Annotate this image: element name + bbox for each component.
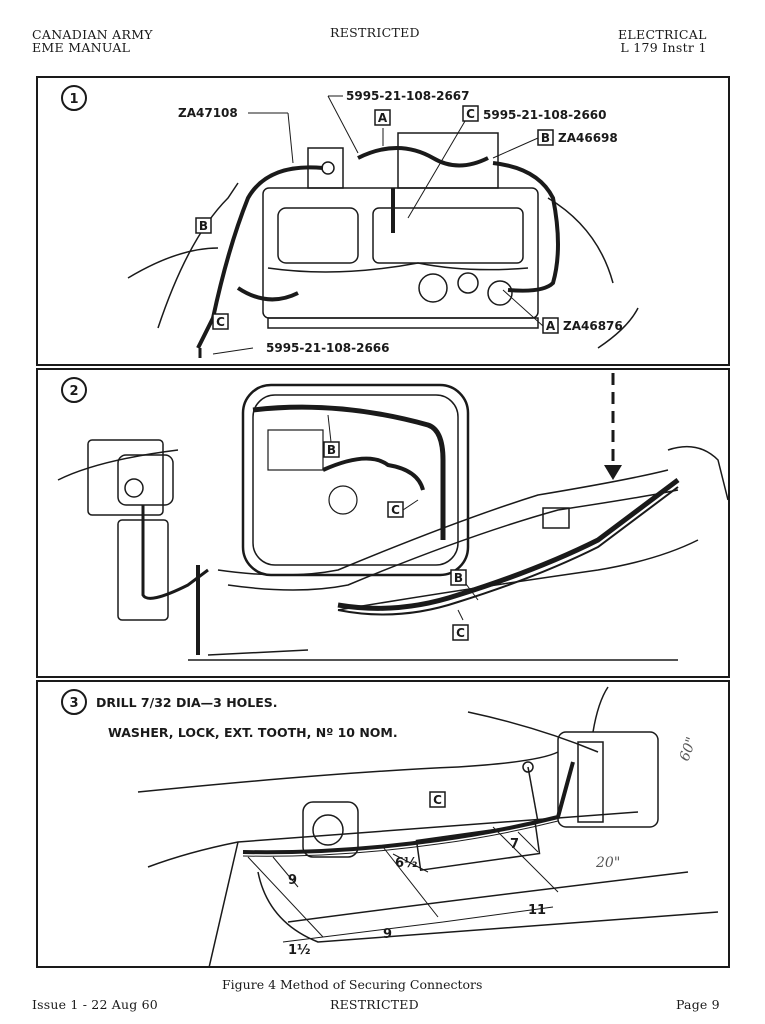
panel-2-number-circle [61,377,87,403]
vehicle-body-drawing [188,445,728,661]
callout-a-top: A [374,109,391,126]
callout-b-inset: B [323,441,340,458]
callout-c-left: C [212,313,229,330]
svg-text:B: B [454,571,463,585]
header-instruction: L 179 Instr 1 [620,40,707,55]
panel-1-number-circle [61,85,87,111]
dimension-9-upper: 9 [288,873,297,888]
panel-3-number: 3 [69,696,78,711]
inset-detail-window [241,383,470,577]
callout-c-conduit: C [429,791,446,808]
svg-text:B: B [541,131,550,145]
panel-1-leader-lines [212,95,544,355]
junction-box-drawing [522,686,659,828]
figure-panel-2: 2 [36,368,730,678]
junction-box-drawing [57,439,209,621]
svg-text:A: A [378,111,388,125]
dimension-9-lower: 9 [383,927,392,942]
dimension-lines [247,826,559,943]
handwritten-60: 60" [677,735,700,763]
dimension-1-half: 1½ [288,943,311,958]
dimension-7: 7 [510,837,519,852]
route-dashed-arrow [611,370,615,465]
part-label-za46876: ZA46876 [563,319,623,333]
route-arrowhead [604,465,622,480]
callout-b-body: B [450,569,467,586]
svg-text:C: C [433,793,442,807]
callout-a-right: A [542,317,559,334]
header-section: ELECTRICAL [618,27,707,42]
callout-c-body: C [452,624,469,641]
drill-note: DRILL 7/32 DIA—3 HOLES. [96,695,278,710]
part-label-5995-21-108-2667: 5995-21-108-2667 [346,89,470,103]
regulator-unit-drawing [127,132,639,349]
callout-b-left: B [195,217,212,234]
svg-text:C: C [466,107,475,121]
header-manual: EME MANUAL [32,40,131,55]
fender-drawing [137,711,719,966]
header-right: ELECTRICAL L 179 Instr 1 [618,28,707,54]
svg-text:B: B [199,219,208,233]
handwritten-20: 20" [595,855,620,871]
footer-classification: RESTRICTED [330,997,419,1012]
washer-note: WASHER, LOCK, EXT. TOOTH, Nº 10 NOM. [108,725,398,740]
wiring-harness-drawing [196,146,560,349]
part-label-za46698: ZA46698 [558,131,618,145]
panel-1-number: 1 [69,92,78,107]
figure-caption: Figure 4 Method of Securing Connectors [222,977,483,992]
panel-3-illustration: 3 DRILL 7/32 DIA—3 HOLES. WASHER, LOCK, … [61,686,719,966]
footer-issue-date: Issue 1 - 22 Aug 60 [32,997,158,1012]
cable-run-drawing [196,478,680,655]
svg-text:C: C [216,315,225,329]
header-org: CANADIAN ARMY [32,27,153,42]
callout-c-inset: C [387,501,404,518]
callout-b-right: B [537,129,554,146]
header-left: CANADIAN ARMY EME MANUAL [32,28,153,54]
part-label-5995-21-108-2666: 5995-21-108-2666 [266,341,390,355]
panel-1-illustration: 1 [61,85,639,364]
dimension-6-half: 6½ [395,856,418,871]
svg-text:B: B [327,443,336,457]
panel-2-number: 2 [69,384,78,399]
part-label-za47108: ZA47108 [178,106,238,120]
svg-text:C: C [391,503,400,517]
callout-c-top: C [462,105,479,122]
footer-page-number: Page 9 [676,997,720,1012]
panel-2-illustration: 2 [57,370,728,661]
svg-text:A: A [546,319,556,333]
panel-3-number-circle [61,689,87,715]
conduit-cable-drawing [242,761,575,857]
dimension-11: 11 [528,903,546,918]
part-label-5995-21-108-2660: 5995-21-108-2660 [483,108,607,122]
figure-panel-3: 3 DRILL 7/32 DIA—3 HOLES. WASHER, LOCK, … [36,680,730,968]
figure-panel-1: 1 [36,76,730,366]
svg-text:C: C [456,626,465,640]
header-classification: RESTRICTED [330,25,420,40]
